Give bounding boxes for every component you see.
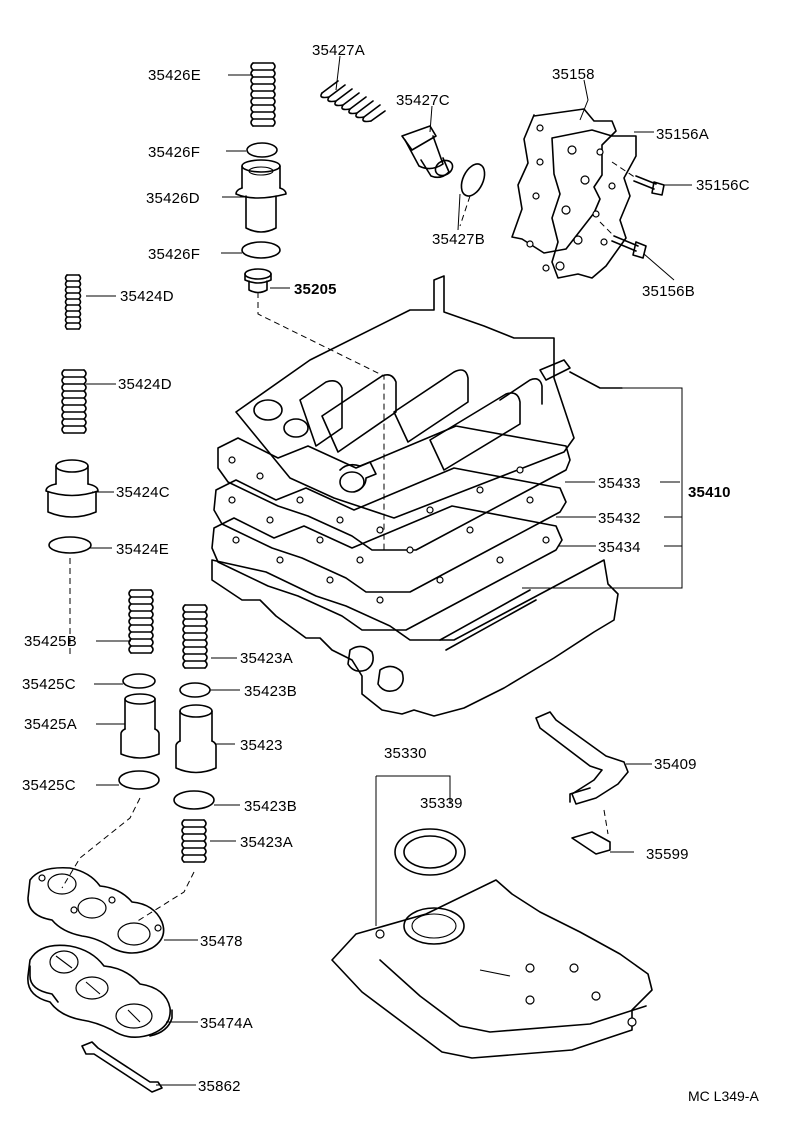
label-35158: 35158 <box>552 66 595 83</box>
part-labels: 35426E 35426F 35426D 35426F 35205 35427A… <box>22 42 759 1104</box>
label-35427B: 35427B <box>432 231 485 248</box>
label-35423A-bottom: 35423A <box>240 834 293 851</box>
label-35425C-top: 35425C <box>22 676 76 693</box>
o-ring-35426F-top <box>246 142 278 158</box>
label-35862: 35862 <box>198 1078 241 1095</box>
label-35410: 35410 <box>688 484 731 501</box>
spring-35423A-top <box>182 604 208 669</box>
spring-35427A <box>320 80 386 123</box>
plunger-35424C <box>45 459 99 518</box>
label-35156A: 35156A <box>656 126 709 143</box>
label-35424C: 35424C <box>116 484 170 501</box>
o-ring-35427B <box>460 163 486 197</box>
label-35423A-top: 35423A <box>240 650 293 667</box>
label-35156B: 35156B <box>642 283 695 300</box>
label-35427A: 35427A <box>312 42 365 59</box>
label-35425C-bottom: 35425C <box>22 777 76 794</box>
label-35423B-top: 35423B <box>244 683 297 700</box>
cover-plate-35156A <box>551 129 637 279</box>
o-ring-35425C-top <box>122 673 156 689</box>
label-35478: 35478 <box>200 933 243 950</box>
label-35426F-bottom: 35426F <box>148 246 200 263</box>
spring-35423A-bottom <box>181 819 207 863</box>
alignment-lines <box>61 161 637 923</box>
label-35425B: 35425B <box>24 633 77 650</box>
label-35424D-bottom: 35424D <box>118 376 172 393</box>
bolt-35156C <box>633 175 665 196</box>
plunger-35425A <box>120 693 160 759</box>
label-35426D: 35426D <box>146 190 200 207</box>
label-35339: 35339 <box>420 795 463 812</box>
label-35330: 35330 <box>384 745 427 762</box>
bolt-35156B <box>611 235 647 259</box>
label-35426E: 35426E <box>148 67 201 84</box>
label-35424D-top: 35424D <box>120 288 174 305</box>
plunger-35426D <box>235 159 287 233</box>
label-35409: 35409 <box>654 756 697 773</box>
cover-plate-35158 <box>511 108 617 272</box>
diagram-code: MC L349-A <box>688 1088 759 1104</box>
spring-35424D-bottom <box>61 369 87 434</box>
cover-35474A <box>27 944 173 1038</box>
o-ring-35426F-bottom <box>241 241 281 259</box>
label-35426F-top: 35426F <box>148 144 200 161</box>
gasket-35339 <box>394 828 466 876</box>
o-ring-35425C-bottom <box>118 770 160 790</box>
spring-35425B <box>128 589 154 654</box>
bracket-35862 <box>81 1041 163 1093</box>
label-35434: 35434 <box>598 539 641 556</box>
gasket-35478 <box>27 866 165 954</box>
label-35425A: 35425A <box>24 716 77 733</box>
o-ring-35423B-top <box>179 682 211 698</box>
o-ring-35423B-bottom <box>173 790 215 810</box>
label-35599: 35599 <box>646 846 689 863</box>
label-35432: 35432 <box>598 510 641 527</box>
spring-35426E <box>250 62 276 127</box>
valve-35427C <box>401 125 454 179</box>
oil-pan-35330 <box>331 879 653 1059</box>
plug-35205 <box>244 268 272 294</box>
label-35423: 35423 <box>240 737 283 754</box>
label-35474A: 35474A <box>200 1015 253 1032</box>
label-35427C: 35427C <box>396 92 450 109</box>
label-35205: 35205 <box>294 281 337 298</box>
clip-35599 <box>571 831 611 855</box>
spring-35424D-top <box>64 274 82 330</box>
o-ring-35424E <box>48 536 92 554</box>
leader-lines <box>86 55 692 1086</box>
plunger-35423 <box>175 704 217 774</box>
label-35424E: 35424E <box>116 541 169 558</box>
label-35423B-bottom: 35423B <box>244 798 297 815</box>
label-35156C: 35156C <box>696 177 750 194</box>
label-35433: 35433 <box>598 475 641 492</box>
lever-35409 <box>535 711 629 805</box>
